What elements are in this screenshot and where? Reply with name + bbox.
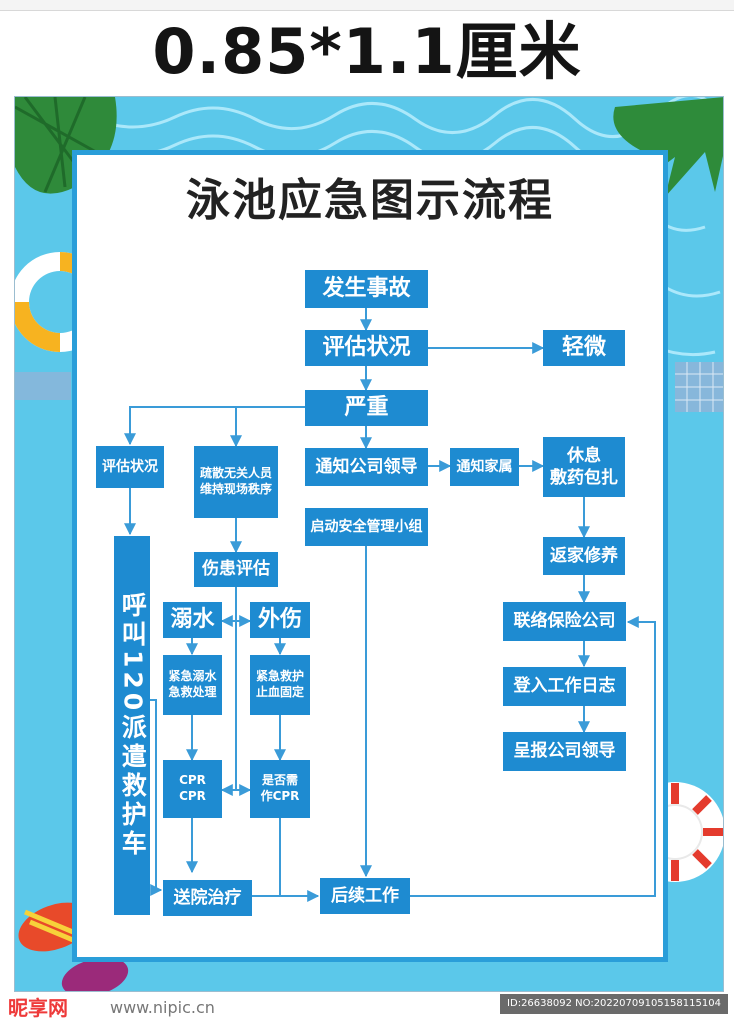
- node-minor: 轻微: [543, 330, 625, 366]
- watermark-logo: 昵享网: [8, 996, 68, 1020]
- palm-leaf-icon: [613, 97, 723, 197]
- poster-title: 泳池应急图示流程: [186, 175, 554, 226]
- node-drowning: 溺水: [163, 602, 222, 638]
- node-hospital: 送院治疗: [163, 880, 252, 916]
- image-id-bar: ID:26638092 NO:20220709105158115104: [500, 994, 728, 1014]
- node-log-work: 登入工作日志: [503, 667, 626, 706]
- node-assess: 评估状况: [305, 330, 428, 366]
- node-home-rest: 返家修养: [543, 537, 625, 575]
- node-notify-family: 通知家属: [450, 448, 519, 486]
- node-need-cpr: 是否需 作CPR: [250, 760, 310, 818]
- node-assess-left: 评估状况: [96, 446, 164, 488]
- node-trauma: 外伤: [250, 602, 310, 638]
- node-report-leader: 呈报公司领导: [503, 732, 626, 771]
- top-ruler: [0, 0, 734, 11]
- watermark-url: www.nipic.cn: [110, 998, 215, 1017]
- node-rest: 休息 敷药包扎: [543, 437, 625, 497]
- node-accident: 发生事故: [305, 270, 428, 308]
- node-drowning-aid: 紧急溺水 急救处理: [163, 655, 222, 715]
- node-followup: 后续工作: [320, 878, 410, 914]
- node-injury-eval: 伤患评估: [194, 552, 278, 587]
- size-label: 0.85*1.1厘米: [152, 15, 582, 88]
- node-evacuate: 疏散无关人员 维持现场秩序: [194, 446, 278, 518]
- node-call-120: 呼叫120派遣救护车: [114, 536, 150, 915]
- node-contact-insurance: 联络保险公司: [503, 602, 626, 641]
- node-cpr: CPR CPR: [163, 760, 222, 818]
- node-notify-leader: 通知公司领导: [305, 448, 428, 486]
- node-trauma-aid: 紧急救护 止血固定: [250, 655, 310, 715]
- node-serious: 严重: [305, 390, 428, 426]
- node-start-team: 启动安全管理小组: [305, 508, 428, 546]
